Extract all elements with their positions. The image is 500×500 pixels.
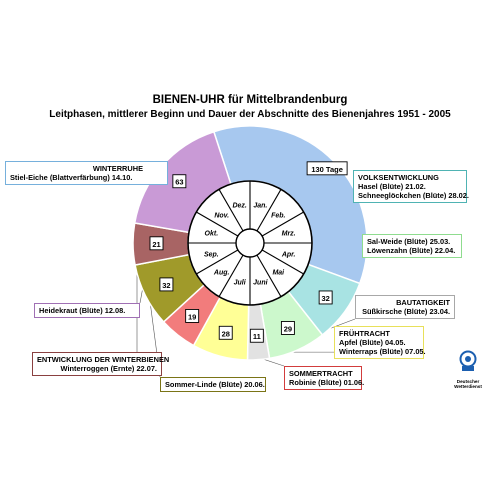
legend-phase: VOLKSENTWICKLUNG [358,173,439,182]
chart-title: BIENEN-UHR für Mittelbrandenburg [152,94,348,106]
legend-detail: Heidekraut (Blüte) 12.08. [39,306,126,315]
month-hub [235,228,265,258]
dwd-logo-text: Deutscher Wetterdienst [454,379,482,389]
legend-detail: Winterroggen (Ernte) 22.07. [60,364,157,373]
value-label-box [218,325,233,340]
legend-phase: BAUTATIGKEIT [396,298,450,307]
month-label: Juni [253,280,268,287]
legend-detail-1: Sal-Weide (Blüte) 25.03. [367,237,451,246]
month-label: Jan. [253,202,267,209]
legend-box-bautatigkeit: BAUTATIGKEIT Süßkirsche (Blüte) 23.04. [355,295,455,319]
month-divider [261,249,304,275]
month-label: Dez. [232,202,246,209]
chart-subtitle: Leitphasen, mittlerer Beginn und Dauer d… [49,109,451,120]
value-label-box [280,321,295,335]
legend-detail-2: Winterraps (Blüte) 07.05. [339,347,426,356]
month-label: Mai [272,269,285,276]
value-label: 19 [188,312,196,321]
legend-phase: WINTERRUHE [92,164,143,173]
legend-detail-2: Löwenzahn (Blüte) 22.04. [367,246,456,255]
value-label: 32 [321,294,329,303]
legend-box-fruehtracht: FRÜHTRACHT Apfel (Blüte) 04.05. Winterra… [334,326,426,359]
legend-detail: Stiel-Eiche (Blattverfärbung) 14.10. [10,173,133,182]
month-label: Juli [234,280,247,287]
legend-phase: FRÜHTRACHT [339,329,390,338]
value-labels: 130 Tage 32 29 11 28 19 32 21 63 [149,161,348,343]
legend-phase: SOMMERTRACHT [289,369,353,378]
value-label: 32 [162,281,170,290]
legend-box-sommerlinde: Sommer-Linde (Blüte) 20.06. [160,377,266,392]
value-label-box [306,161,348,176]
month-label: Feb. [271,213,285,220]
legend-box-heidekraut: Heidekraut (Blüte) 12.08. [34,303,140,318]
value-label-box [149,236,164,251]
value-label: 29 [284,324,292,333]
legend-detail: Robinie (Blüte) 01.06. [289,378,365,387]
month-divider [196,249,239,275]
legend-box-winterruhe: WINTERRUHE Stiel-Eiche (Blattverfärbung)… [5,161,168,185]
month-label: Mrz. [282,231,296,238]
month-label: Apr. [281,251,296,258]
value-label-box [318,290,333,305]
value-label: 63 [175,178,183,187]
month-divider [196,211,239,237]
value-label-box [159,277,174,292]
legend-phase: ENTWICKLUNG DER WINTERBIENEN [37,355,170,364]
value-label-box [172,174,187,189]
value-label: 21 [152,240,160,249]
legend-detail-1: Apfel (Blüte) 04.05. [339,338,406,347]
dwd-logo: Deutscher Wetterdienst [443,350,493,389]
legend-detail: Süßkirsche (Blüte) 23.04. [362,307,450,316]
month-divider [256,189,282,232]
value-label-box [185,309,200,323]
value-label: 11 [253,332,261,341]
month-divider [256,254,282,297]
legend-box-sommertracht: SOMMERTRACHT Robinie (Blüte) 01.06. [284,366,365,390]
legend-box-salweide: Sal-Weide (Blüte) 25.03. Löwenzahn (Blüt… [362,234,462,258]
month-divider [218,254,244,297]
dwd-logo-icon [459,350,477,371]
legend-detail: Sommer-Linde (Blüte) 20.06. [165,380,265,389]
month-label: Sep. [204,251,219,258]
month-divider [261,211,304,237]
value-label: 130 Tage [311,165,343,174]
month-label: Nov. [214,213,229,220]
month-label: Aug. [213,269,230,276]
legend-detail-1: Hasel (Blüte) 21.02. [358,182,426,191]
value-label-box [249,328,264,343]
legend-detail-2: Schneeglöckchen (Blüte) 28.02. [358,191,469,200]
month-label: Okt. [205,231,219,238]
value-label: 28 [222,329,230,338]
month-divider [218,189,244,232]
legend-box-volksentwicklung: VOLKSENTWICKLUNG Hasel (Blüte) 21.02. Sc… [353,170,469,203]
legend-box-winterbienen: ENTWICKLUNG DER WINTERBIENEN Winterrogge… [32,352,170,376]
